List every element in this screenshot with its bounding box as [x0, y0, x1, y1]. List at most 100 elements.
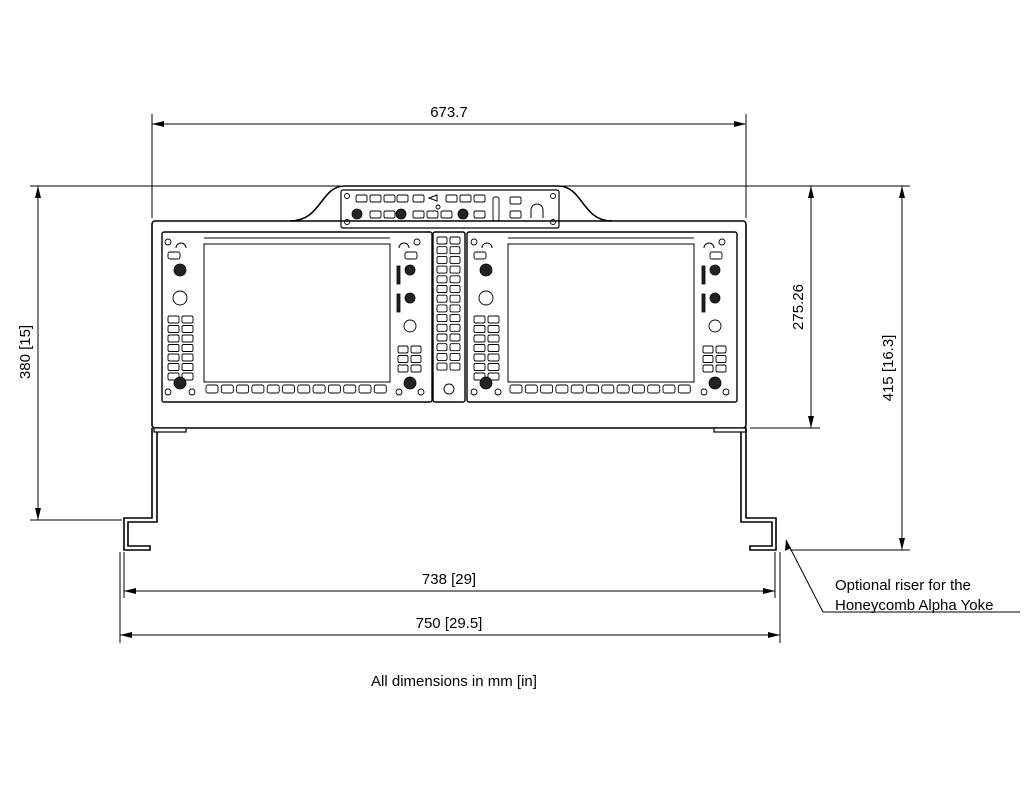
- softkey: [297, 384, 311, 394]
- right-leg-bracket: [740, 428, 777, 551]
- grid-key: [473, 334, 486, 343]
- keypad-key: [436, 265, 448, 274]
- dimension-label: 380 [15]: [17, 325, 34, 379]
- top-key: [369, 194, 382, 203]
- vertical-slider-icon: [492, 196, 500, 222]
- top-control-module: [289, 185, 613, 229]
- grid-key: [487, 325, 500, 333]
- grid-key: [167, 363, 180, 371]
- softkey: [540, 384, 554, 394]
- dimension-label: 415 [16.3]: [880, 335, 897, 402]
- slider-icon: [701, 293, 706, 313]
- softkey: [327, 384, 341, 394]
- screw-icon: [722, 388, 730, 396]
- softkey: [509, 384, 523, 394]
- right-display-softkeys: [509, 384, 691, 394]
- keypad-key: [436, 255, 448, 264]
- softkey: [631, 384, 645, 394]
- arrowhead-bottom: [35, 508, 41, 520]
- keypad-key: [449, 236, 461, 245]
- rotary-icon: [478, 290, 494, 306]
- grid-key: [397, 345, 409, 354]
- left-foot-pad: [153, 427, 187, 433]
- softkey: [343, 384, 357, 394]
- knob-icon: [709, 292, 721, 304]
- screw-icon: [718, 238, 726, 246]
- keypad-key: [449, 304, 461, 313]
- keypad-key: [449, 343, 461, 352]
- knob-icon: [395, 208, 407, 220]
- top-key: [383, 210, 396, 219]
- keypad-key: [436, 323, 448, 332]
- grid-key: [410, 364, 422, 373]
- top-module-housing: [289, 185, 613, 222]
- side-key: [709, 251, 723, 260]
- grid-key: [181, 315, 194, 324]
- top-key: [509, 196, 522, 205]
- screw-icon: [164, 388, 172, 396]
- knob-icon: [479, 376, 493, 390]
- top-module-buttons: [344, 193, 556, 225]
- grid-key: [702, 364, 714, 373]
- side-key: [167, 251, 181, 260]
- softkey: [220, 384, 234, 394]
- riser-leader-line: [785, 539, 1020, 613]
- keypad-key: [449, 246, 461, 255]
- grid-key: [181, 372, 194, 381]
- right-display-left-controls: [470, 238, 502, 396]
- softkey: [662, 384, 676, 394]
- softkey: [236, 384, 250, 394]
- softkey: [555, 384, 569, 394]
- dimension-label: 673.7: [430, 104, 468, 121]
- slider-icon: [396, 265, 401, 285]
- grid-key: [487, 363, 500, 371]
- grid-key: [410, 355, 422, 363]
- left-display-left-controls: [164, 238, 196, 396]
- arc-icon: [398, 242, 410, 249]
- top-key: [383, 194, 396, 203]
- arrowhead-bottom: [808, 416, 814, 428]
- grid-key: [473, 315, 486, 324]
- right-foot-pad: [713, 427, 747, 433]
- knob-icon: [457, 208, 469, 220]
- arrowhead-left: [124, 588, 136, 594]
- keypad-key: [449, 275, 461, 284]
- riser-leader-arrowhead: [785, 540, 791, 551]
- slider-icon: [396, 293, 401, 313]
- right-display-screen: [507, 243, 695, 383]
- stand-legs: [123, 427, 777, 551]
- arc-icon: [703, 242, 715, 249]
- keypad-key: [449, 265, 461, 274]
- screw-icon: [700, 388, 708, 396]
- softkey: [586, 384, 599, 394]
- keypad-key: [436, 362, 448, 371]
- keypad-key: [449, 352, 461, 361]
- screw-icon: [550, 193, 556, 199]
- top-key: [396, 194, 409, 203]
- center-keypad-keys: [436, 236, 461, 371]
- riser-note-line-2: Honeycomb Alpha Yoke: [835, 597, 993, 614]
- riser-note-line-1: Optional riser for the: [835, 577, 971, 594]
- softkey: [570, 384, 584, 394]
- keypad-key: [436, 314, 448, 323]
- main-panel-frame: [151, 220, 747, 429]
- left-display-unit: [161, 231, 433, 403]
- top-key: [445, 194, 458, 203]
- softkey: [647, 384, 661, 394]
- dimension-left-height: 380 [15]: [17, 185, 340, 521]
- keypad-key: [436, 304, 448, 313]
- arrowhead-top: [899, 186, 905, 198]
- softkey: [524, 384, 538, 394]
- screw-icon: [413, 238, 421, 246]
- grid-key: [715, 364, 727, 373]
- grid-key: [167, 325, 180, 333]
- keypad-key: [449, 294, 461, 303]
- top-key: [412, 194, 425, 203]
- softkey: [205, 384, 219, 394]
- softkey: [312, 384, 326, 394]
- keypad-key: [449, 285, 461, 293]
- arc-icon: [530, 203, 544, 218]
- grid-key: [167, 315, 180, 324]
- keypad-key: [449, 314, 461, 323]
- grid-key: [181, 353, 194, 362]
